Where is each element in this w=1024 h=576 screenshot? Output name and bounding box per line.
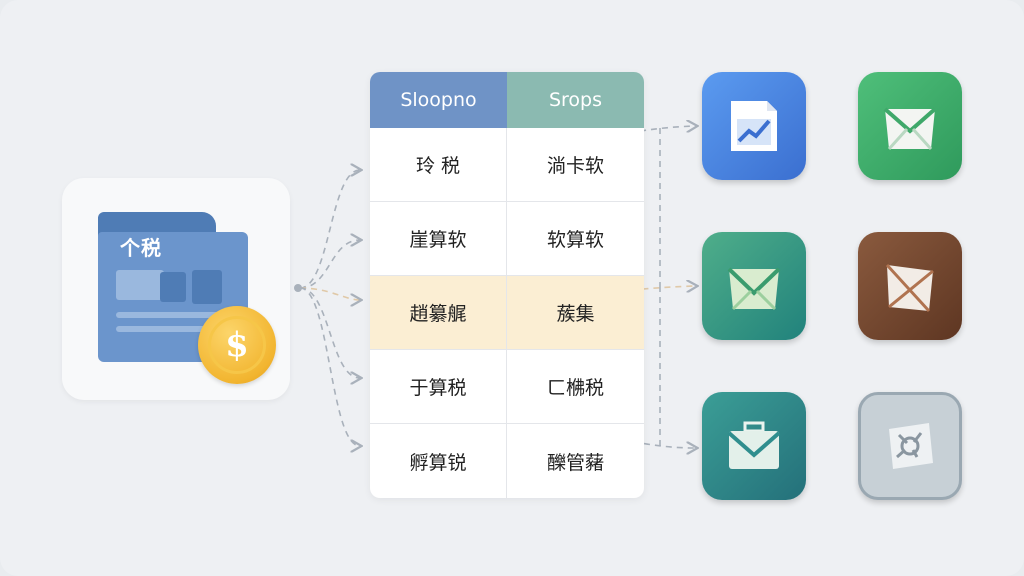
table-cell: 软算软 (546, 229, 604, 251)
coin-symbol: $ (208, 316, 266, 374)
table-cell: 玲 税 (370, 128, 507, 201)
mapping-table: Sloopno Srops 玲 税 淌卡软 崖算软 软算软 趙纂艉 蔟集 于算税… (370, 72, 644, 498)
table-row[interactable]: 崖算软 软算软 (370, 202, 644, 276)
table-cell: 淌卡软 (546, 155, 604, 177)
folder-front (98, 232, 248, 362)
table-cell: 于算税 (370, 350, 507, 423)
coin-icon: $ (198, 306, 276, 384)
table-row[interactable]: 于算税 ㄈ梻税 (370, 350, 644, 424)
table-header-cell: Srops (507, 72, 644, 128)
table-cell: 蔟集 (556, 303, 595, 325)
gray-badge-icon[interactable] (858, 392, 962, 500)
table-cell: ㄈ梻税 (546, 377, 604, 399)
table-row-highlighted[interactable]: 趙纂艉 蔟集 (370, 276, 644, 350)
table-row[interactable]: 玲 税 淌卡软 (370, 128, 644, 202)
table-cell: 崖算软 (370, 202, 507, 275)
table-header-cell: Sloopno (370, 72, 507, 128)
brown-envelope-icon[interactable] (858, 232, 962, 340)
chart-document-icon[interactable] (702, 72, 806, 180)
teal-envelope-icon[interactable] (702, 232, 806, 340)
green-envelope-icon[interactable] (858, 72, 962, 180)
table-cell: 孵算锐 (370, 424, 507, 498)
source-title: 个税 (120, 236, 162, 260)
briefcase-mail-icon[interactable] (702, 392, 806, 500)
table-cell: 趙纂艉 (370, 276, 507, 349)
table-header: Sloopno Srops (370, 72, 644, 128)
table-row[interactable]: 孵算锐 䤕管藸 (370, 424, 644, 498)
table-cell: 䤕管藸 (546, 451, 604, 474)
